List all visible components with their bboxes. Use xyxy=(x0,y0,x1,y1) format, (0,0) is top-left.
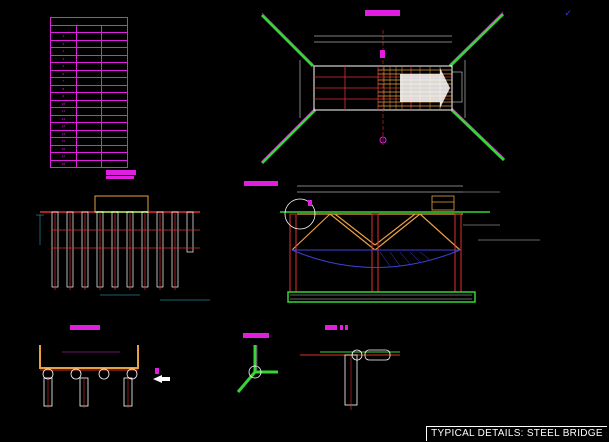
brace-top-right xyxy=(448,12,505,68)
table-row: 11 xyxy=(51,108,127,116)
table-cell xyxy=(102,56,127,63)
table-cell xyxy=(102,71,127,78)
table-cell-number: 12 xyxy=(51,115,77,122)
table-row: 1 xyxy=(51,33,127,41)
table-cell xyxy=(77,115,103,122)
table-row: 3 xyxy=(51,48,127,56)
schedule-table-header xyxy=(51,18,127,26)
table-cell xyxy=(102,161,127,168)
table-row: 14 xyxy=(51,130,127,138)
table-cell xyxy=(102,33,127,40)
table-cell xyxy=(77,33,103,40)
table-cell xyxy=(77,138,103,145)
joint-detail xyxy=(236,333,278,393)
elevation-label-tag xyxy=(244,181,278,186)
brace-bottom-right xyxy=(450,108,506,162)
table-row: 2 xyxy=(51,40,127,48)
table-cell-number: 9 xyxy=(51,93,77,100)
table-cell xyxy=(102,123,127,130)
table-row: 7 xyxy=(51,78,127,86)
table-cell-number: 5 xyxy=(51,63,77,70)
table-cell xyxy=(77,123,103,130)
table-cell-number: 16 xyxy=(51,145,77,152)
table-cell xyxy=(77,93,103,100)
table-cell xyxy=(77,130,103,137)
table-cell xyxy=(77,85,103,92)
table-cell-number: 10 xyxy=(51,100,77,107)
table-row: 5 xyxy=(51,63,127,71)
table-cell-number: 6 xyxy=(51,70,77,77)
table-cell xyxy=(102,93,127,100)
table-cell xyxy=(77,63,103,70)
table-cell xyxy=(102,131,127,138)
table-cell xyxy=(102,63,127,70)
table-cell-number: 2 xyxy=(51,40,77,47)
table-cell xyxy=(77,78,103,85)
table-row: 4 xyxy=(51,55,127,63)
table-cell-number: 14 xyxy=(51,130,77,137)
table-cell-number: 13 xyxy=(51,123,77,130)
table-row: 10 xyxy=(51,100,127,108)
table-cell-number: 11 xyxy=(51,108,77,115)
table-cell-number: 3 xyxy=(51,48,77,55)
pier-elevation xyxy=(36,170,210,301)
table-row: 15 xyxy=(51,138,127,146)
plan-label-tag xyxy=(365,10,400,16)
table-cell xyxy=(102,41,127,48)
table-row: 8 xyxy=(51,85,127,93)
joint-label-tag xyxy=(243,333,269,338)
table-cell xyxy=(77,100,103,107)
table-cell xyxy=(77,48,103,55)
table-cell xyxy=(77,153,103,160)
river-section xyxy=(291,249,461,268)
section-label-tag xyxy=(70,325,100,330)
table-cell xyxy=(77,108,103,115)
table-cell-number: 17 xyxy=(51,153,77,160)
table-cell-number: 15 xyxy=(51,138,77,145)
flow-arrow xyxy=(400,68,450,108)
table-cell xyxy=(77,160,103,167)
pilecap-label-tag xyxy=(325,325,337,330)
table-cell-number: 1 xyxy=(51,33,77,40)
table-cell xyxy=(102,116,127,123)
table-cell xyxy=(102,153,127,160)
table-cell xyxy=(77,70,103,77)
pier-label-tag xyxy=(106,170,136,175)
table-row: 9 xyxy=(51,93,127,101)
table-cell xyxy=(102,48,127,55)
table-cell-number: 8 xyxy=(51,85,77,92)
table-cell xyxy=(77,55,103,62)
table-cell-number: 7 xyxy=(51,78,77,85)
table-row: 17 xyxy=(51,153,127,161)
table-row: 12 xyxy=(51,115,127,123)
table-row: 13 xyxy=(51,123,127,131)
brace-bottom-left xyxy=(260,108,317,165)
pile-cap-detail xyxy=(300,325,400,410)
table-row: 16 xyxy=(51,145,127,153)
table-cell xyxy=(102,86,127,93)
table-cell-number: 18 xyxy=(51,160,77,167)
table-cell xyxy=(77,145,103,152)
table-cell xyxy=(77,40,103,47)
table-cell xyxy=(102,146,127,153)
table-cell xyxy=(102,101,127,108)
table-cell-number: 4 xyxy=(51,55,77,62)
table-row: 18 xyxy=(51,160,127,168)
bridge-elevation xyxy=(244,181,540,303)
detail-callout xyxy=(284,198,316,230)
svg-text:✓: ✓ xyxy=(565,8,571,19)
plan-view: ✓ xyxy=(260,8,571,165)
cross-section xyxy=(39,325,170,408)
table-cell xyxy=(102,138,127,145)
schedule-table-column-headers xyxy=(51,26,127,33)
table-cell xyxy=(102,78,127,85)
drawing-title: TYPICAL DETAILS: STEEL BRIDGE xyxy=(426,426,607,441)
brace-top-left xyxy=(260,13,315,68)
table-row: 6 xyxy=(51,70,127,78)
table-cell xyxy=(102,108,127,115)
section-arrow xyxy=(153,375,170,383)
